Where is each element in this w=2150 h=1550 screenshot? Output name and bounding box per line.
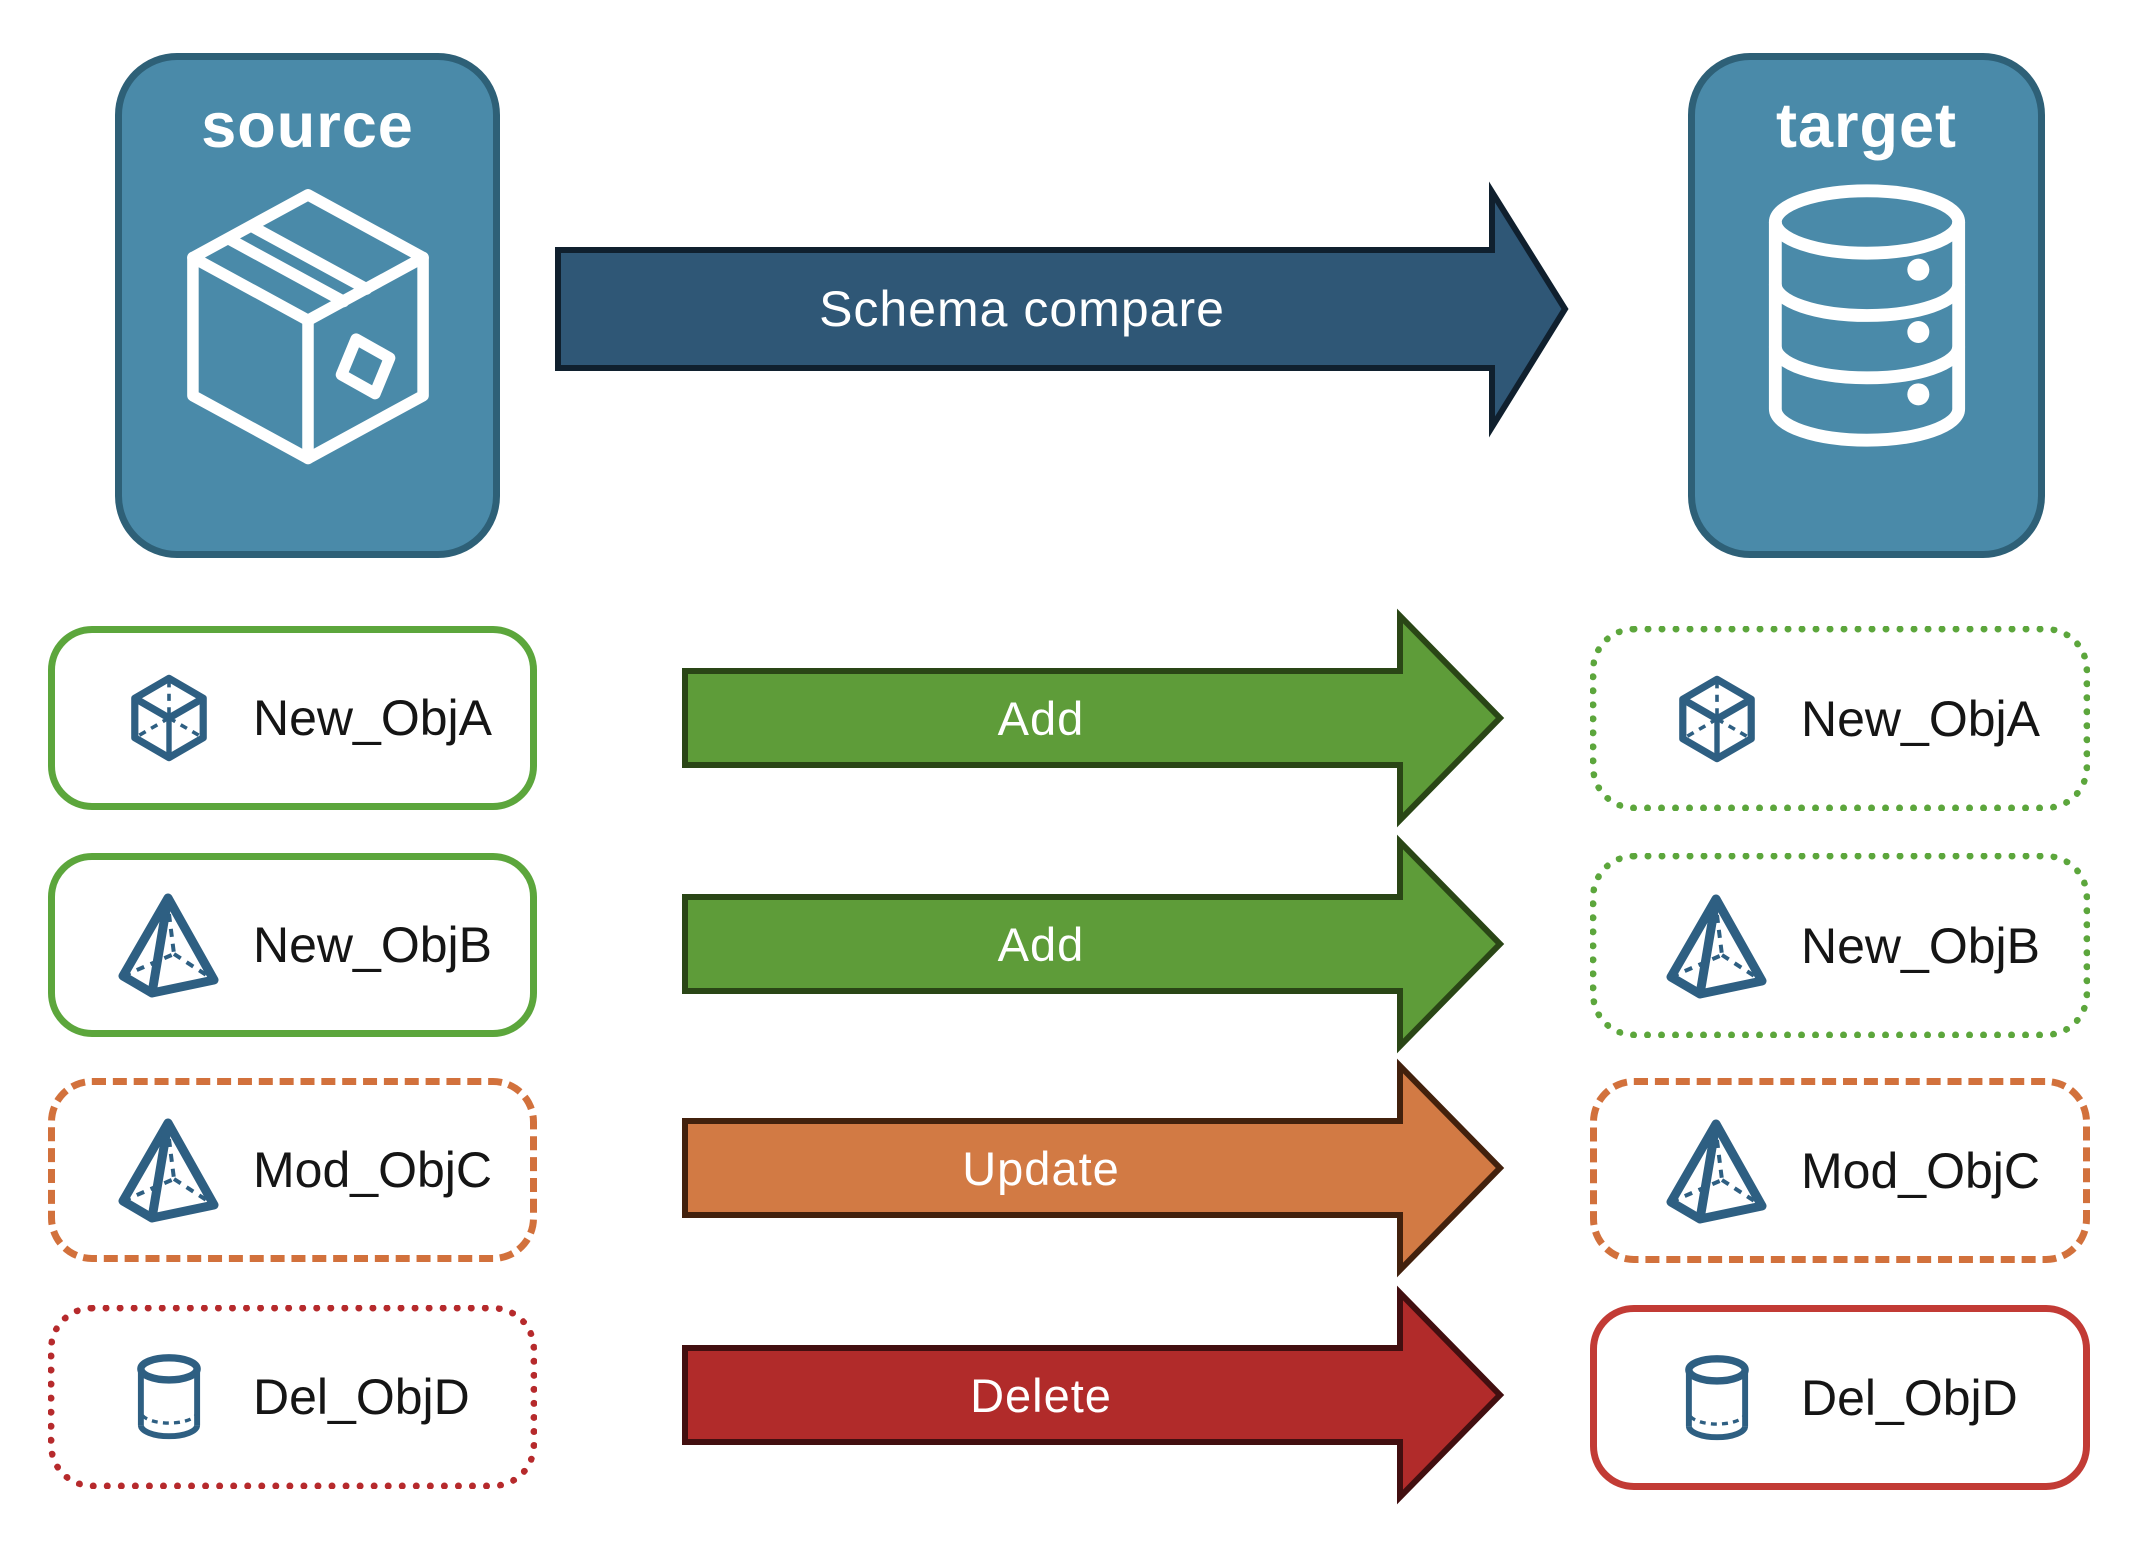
add-arrow — [682, 834, 1505, 1054]
update-arrow-label: Update — [962, 1141, 1120, 1195]
schema-compare-arrow-label: Schema compare — [819, 281, 1225, 337]
source-badge: source — [115, 53, 500, 558]
pyramid-icon — [1666, 894, 1767, 998]
cube-icon — [1679, 675, 1755, 762]
delete-arrow — [682, 1285, 1505, 1505]
object-label: New_ObjA — [253, 690, 492, 746]
target-object-mod-objc: Mod_ObjC — [1590, 1078, 2090, 1263]
object-label: New_ObjA — [1801, 690, 2040, 747]
schema-compare-arrow — [555, 181, 1569, 438]
add-arrow-label: Add — [997, 917, 1085, 971]
object-label: Del_ObjD — [253, 1369, 470, 1425]
cylinder-icon — [1685, 1354, 1749, 1440]
target-object-new-objb: New_ObjB — [1590, 853, 2090, 1038]
source-object-del-objd: Del_ObjD — [48, 1305, 537, 1489]
object-label: Mod_ObjC — [1801, 1142, 2040, 1199]
object-label: New_ObjB — [1801, 917, 2040, 974]
pyramid-icon — [118, 1118, 219, 1223]
target-badge-label: target — [1775, 91, 1958, 161]
delete-arrow-label: Delete — [970, 1368, 1112, 1422]
pyramid-icon — [118, 893, 219, 998]
target-object-del-objd: Del_ObjD — [1590, 1305, 2090, 1490]
pyramid-icon — [1666, 1119, 1767, 1223]
object-label: New_ObjB — [253, 917, 492, 973]
add-arrow-label: Add — [997, 691, 1085, 745]
package-icon — [186, 189, 429, 465]
target-badge: target — [1688, 53, 2045, 558]
cube-icon — [131, 674, 207, 762]
update-arrow — [682, 1058, 1505, 1278]
source-badge-label: source — [201, 91, 414, 161]
object-label: Del_ObjD — [1801, 1369, 2018, 1426]
cylinder-icon — [137, 1354, 201, 1440]
source-object-new-obja: New_ObjA — [48, 626, 537, 810]
database-icon — [1768, 184, 1965, 447]
object-label: Mod_ObjC — [253, 1142, 492, 1198]
source-object-new-objb: New_ObjB — [48, 853, 537, 1037]
add-arrow — [682, 608, 1505, 828]
target-object-new-obja: New_ObjA — [1590, 626, 2090, 811]
source-object-mod-objc: Mod_ObjC — [48, 1078, 537, 1262]
